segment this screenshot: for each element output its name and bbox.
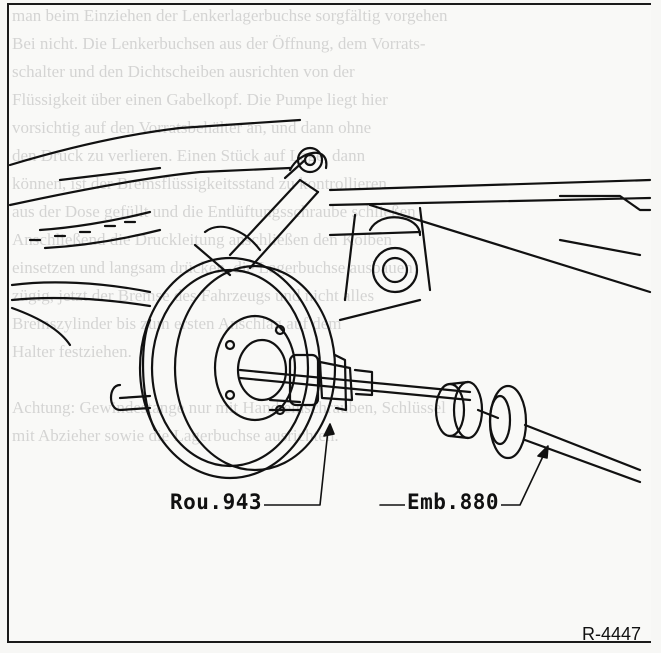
shock-absorber [193,146,328,277]
bleed-through-line: Anschließend die Druckleitung anschließe… [12,230,393,249]
tool-emb-880 [434,380,642,484]
bleed-through-line: man beim Einziehen der Lenkerlagerbuchse… [12,6,448,25]
torsion-bar-shape [10,281,152,347]
bleed-through-line: Halter festziehen. [12,342,132,361]
bleed-through-line: einsetzen und langsam drücken, die Lager… [12,258,413,277]
bleed-through-line: mit Abzieher sowie die Lagerbuchse ausri… [12,426,339,445]
bleed-through-line: Bremszylinder bis zum ersten Anschlag au… [12,314,342,333]
bleed-through-line: Flüssigkeit über einen Gabelkopf. Die Pu… [12,90,388,109]
figure-frame [7,3,651,643]
trailing-arm [8,118,302,250]
callout-rou-943: Rou.943 [168,490,265,514]
puller-rou-943 [238,353,472,412]
bleed-through-line: den Druck zu verlieren. Einen Stück auf … [12,146,366,165]
bleed-through-line: schalter und den Dichtscheiben ausrichte… [12,62,355,81]
bleed-through-line: Bei nicht. Die Lenkerbuchsen aus der Öff… [12,34,426,53]
figure-reference-number: R-4447 [581,624,641,644]
bleed-through-line: aus der Dose gefüllt und die Entlüftungs… [12,202,416,221]
callout-emb-880: Emb.880 [405,490,502,514]
axle-housing [328,178,652,322]
